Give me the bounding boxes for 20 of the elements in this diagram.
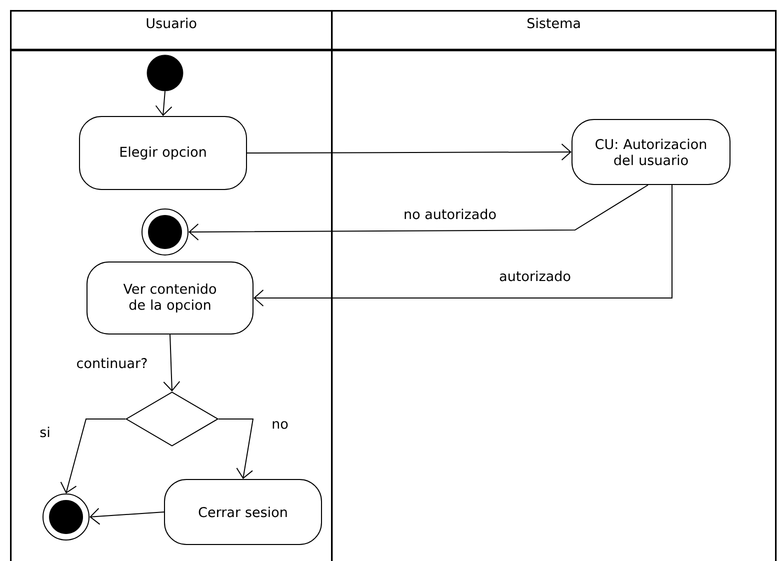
arrow [163,334,180,392]
arrow [188,184,648,240]
edge-label: si [38,426,52,438]
action-box: Ver contenido de la opcion [86,262,254,334]
arrow [60,418,126,494]
edge-label: autorizado [498,270,572,282]
edge-label: continuar? [75,356,149,370]
end-dot [142,208,188,256]
arrow [155,90,172,116]
action-box: Cerrar sesion [164,479,322,545]
action-box: CU: Autorizacion del usuario [572,119,730,185]
arrow [246,144,572,161]
edge-label: no [270,420,290,430]
action-box: Elegir opcion [79,116,247,190]
arrow [218,418,254,479]
arrow [254,184,672,306]
edge-label: no autorizado [402,208,498,220]
arrow [90,508,164,525]
end-dot [42,494,90,540]
start-dot [146,54,184,92]
